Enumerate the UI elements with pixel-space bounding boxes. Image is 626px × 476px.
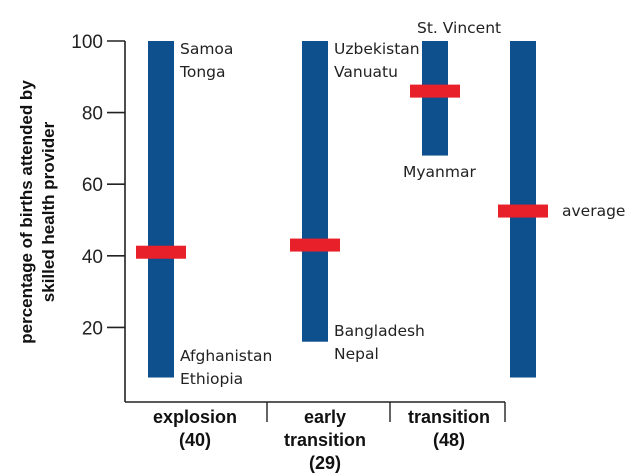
bottom-label-2-2: Nepal: [334, 345, 379, 363]
y-tick-label-20: 20: [82, 318, 103, 339]
marker-1: [136, 245, 186, 259]
marker-2: [290, 238, 340, 252]
top-label-2-1: Uzbekistan: [334, 40, 420, 58]
top-label-2-2: Vanuatu: [334, 63, 398, 81]
category-label-2-line-2: transition: [284, 430, 366, 450]
top-label-3-1: St. Vincent: [417, 19, 501, 37]
category-labels: explosion (40) early transition (29) transiti…: [153, 407, 490, 473]
y-tick-label-100: 100: [71, 32, 103, 53]
marker-4: [498, 204, 548, 218]
category-label-2-line-1: early: [304, 407, 346, 427]
range-bar-1: [148, 41, 174, 378]
y-axis: 20 40 60 80 100: [71, 32, 126, 402]
range-bar-3: [422, 41, 448, 156]
category-label-2-line-3: (29): [309, 453, 341, 473]
category-label-3-line-2: (48): [433, 430, 465, 450]
bottom-label-2-1: Bangladesh: [334, 322, 425, 340]
category-label-3-line-1: transition: [408, 407, 490, 427]
top-label-1-1: Samoa: [180, 40, 233, 58]
y-tick-label-60: 60: [82, 175, 103, 196]
bottom-label-1-1: Afghanistan: [180, 347, 272, 365]
side-label-4: average: [562, 202, 625, 220]
category-label-1-line-1: explosion: [153, 407, 237, 427]
y-axis-title-line-2: skilled health provider: [39, 121, 58, 302]
range-bar-2: [302, 41, 328, 342]
bottom-label-3-1: Myanmar: [403, 163, 476, 181]
top-label-1-2: Tonga: [179, 63, 225, 81]
category-label-1-line-2: (40): [179, 430, 211, 450]
bottom-label-1-2: Ethiopia: [180, 370, 243, 388]
y-tick-label-80: 80: [82, 104, 103, 125]
y-axis-title-line-1: percentage of births attended by: [17, 80, 36, 344]
x-axis: [125, 401, 506, 422]
y-tick-label-40: 40: [82, 247, 103, 268]
marker-3: [410, 84, 460, 98]
range-bars: [136, 41, 548, 378]
